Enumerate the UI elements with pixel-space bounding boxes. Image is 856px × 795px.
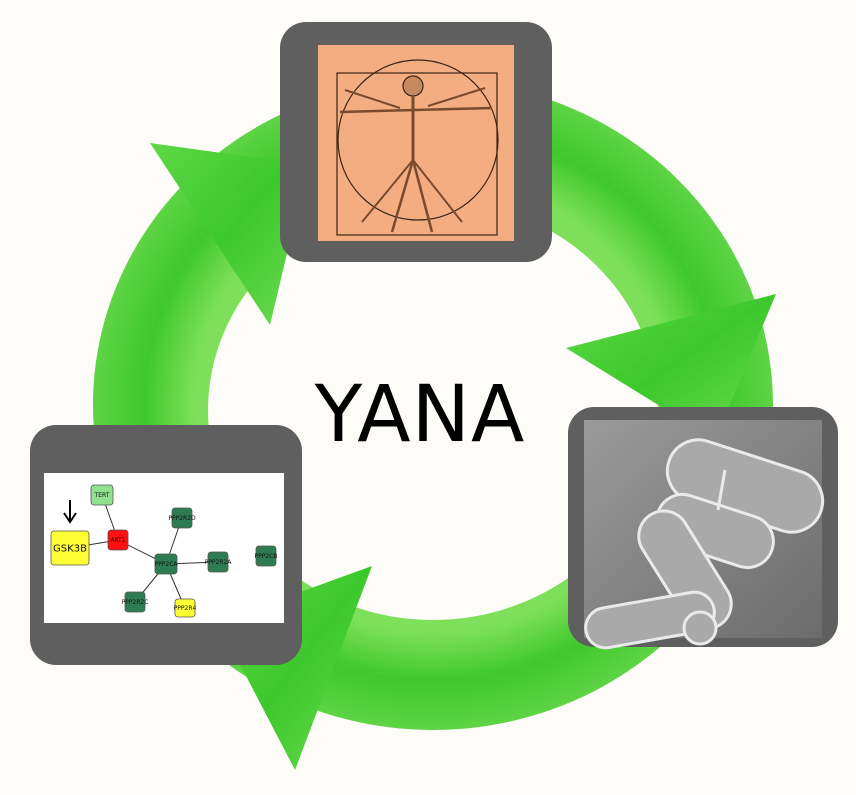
yeast-panel: [568, 407, 838, 650]
network-node-label: TERT: [94, 492, 110, 499]
yeast-cells-icon: [584, 438, 825, 650]
yana-title: YANA: [314, 370, 526, 460]
network-node-ppp2cb: PPP2CB: [255, 545, 278, 567]
down-arrow-icon: [63, 500, 77, 524]
network-node-label: GSK3B: [53, 543, 87, 554]
network-node-ppp2r2c: PPP2R2C: [122, 591, 149, 613]
network-node-ppp2r4: PPP2R4: [174, 598, 197, 618]
network-node-label: AKT1: [110, 537, 125, 544]
network-nodes: TERT GSK3B AKT1 PPP2R2D PPP2CA PPP2R2A PPP2CB P…: [50, 484, 278, 618]
network-panel: TERT GSK3B AKT1 PPP2R2D PPP2CA PPP2R2A PPP2CB P…: [30, 425, 302, 665]
network-node-ppp2r2a: PPP2R2A: [205, 551, 233, 573]
network-node-label: PPP2R2C: [122, 599, 149, 606]
network-node-label: PPP2CB: [255, 553, 278, 560]
vitruvian-man-icon: [336, 59, 499, 236]
network-node-label: PPP2CA: [155, 561, 179, 568]
network-node-label: PPP2R2A: [205, 559, 233, 566]
network-node-ppp2r2d: PPP2R2D: [168, 507, 196, 529]
network-node-akt1: AKT1: [107, 529, 129, 551]
network-node-gsk3b: GSK3B: [50, 530, 90, 566]
arrowhead-top-left: [150, 143, 308, 325]
network-node-tert: TERT: [90, 484, 114, 506]
human-panel: [280, 22, 552, 262]
network-node-label: PPP2R4: [174, 605, 197, 612]
arrowhead-right: [566, 294, 776, 440]
network-node-label: PPP2R2D: [168, 515, 196, 522]
network-node-ppp2ca: PPP2CA: [155, 553, 179, 575]
